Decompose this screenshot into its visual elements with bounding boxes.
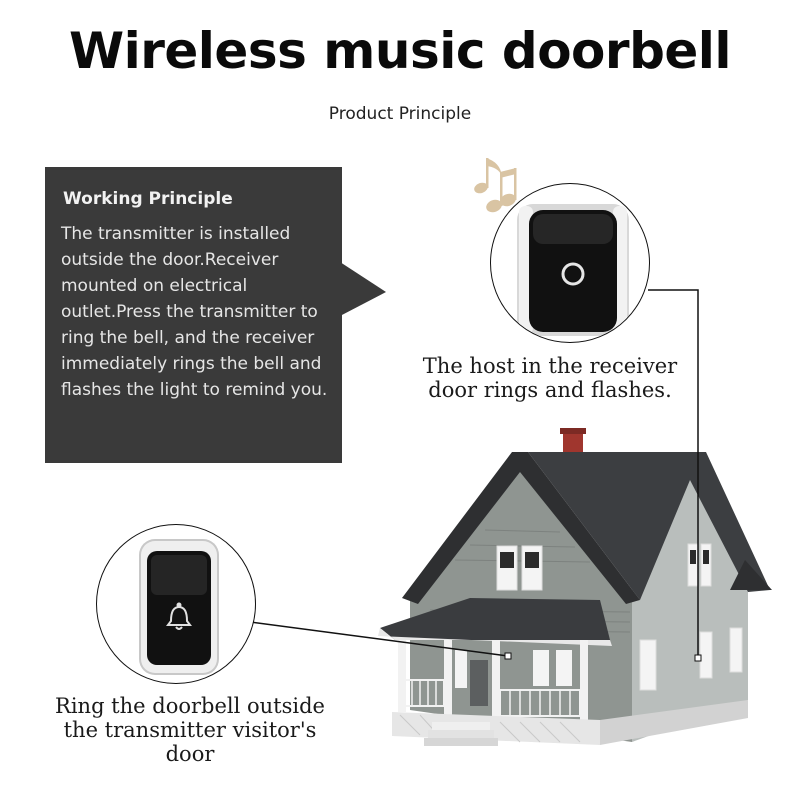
receiver-caption-line-1: The host in the receiver: [422, 354, 678, 378]
working-principle-text: The transmitter is installed outside the…: [61, 224, 328, 400]
house-illustration: [378, 428, 772, 746]
transmitter-caption: Ring the doorbell outside the transmitte…: [50, 694, 330, 766]
working-principle-box: Working Principle The transmitter is ins…: [45, 167, 342, 463]
transmitter-device: [139, 539, 219, 675]
transmitter-leader-line: [249, 621, 509, 657]
receiver-caption: The host in the receiver door rings and …: [420, 354, 680, 402]
transmitter-caption-line-3: door: [165, 742, 215, 766]
transmitter-location-marker: [504, 652, 512, 660]
transmitter-caption-line-2: the transmitter visitor's: [63, 718, 317, 742]
transmitter-circle: [96, 524, 256, 684]
receiver-caption-line-2: door rings and flashes.: [428, 378, 672, 402]
receiver-leader-line: [648, 289, 699, 660]
front-door: [470, 660, 488, 706]
music-note-icon: [474, 158, 517, 213]
working-principle-heading: Working Principle: [63, 189, 233, 209]
receiver-device: [517, 204, 629, 336]
power-ring-icon: [561, 262, 585, 286]
page-title: Wireless music doorbell: [68, 22, 732, 80]
receiver-circle: [490, 183, 650, 343]
box-pointer: [340, 262, 386, 316]
transmitter-caption-line-1: Ring the doorbell outside: [55, 694, 325, 718]
page-subtitle: Product Principle: [328, 104, 472, 124]
receiver-location-marker: [694, 654, 702, 662]
bell-icon: [166, 602, 192, 630]
